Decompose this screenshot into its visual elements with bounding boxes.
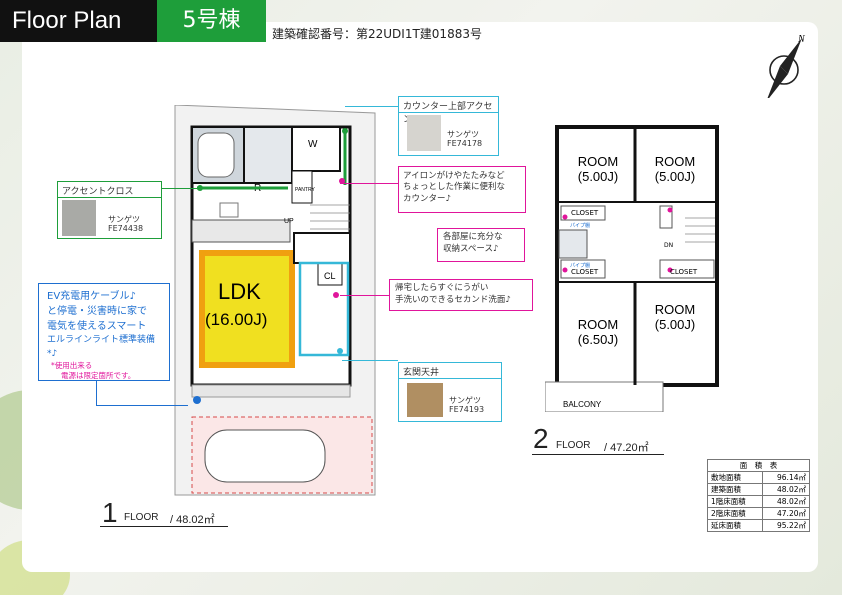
building-number: 5号棟 — [157, 0, 266, 42]
room-name: ROOM — [577, 317, 619, 332]
area-row-label: 敷地面積 — [707, 471, 763, 484]
callout-storage: 各部屋に充分な 収納スペース♪ — [437, 228, 525, 262]
ev-line4: エルラインライト標準装備*♪ — [47, 335, 156, 359]
callout-accent-cloth-code: FE74438 — [108, 224, 144, 233]
ev-line3: 電気を使えるスマート — [47, 321, 147, 332]
callout-counter-accent-title: カウンター上部アクセント — [399, 97, 498, 125]
floor2-plan — [545, 125, 719, 412]
floor1-underline — [100, 526, 228, 527]
callout-connector — [162, 188, 200, 189]
pipe-shelf-label: パイプ棚 — [570, 223, 591, 229]
floor2-room-4: ROOM (5.00J) — [652, 302, 698, 332]
floor1-area: / 48.02㎡ — [170, 514, 215, 526]
table-row: 敷地面積 96.14㎡ — [707, 471, 811, 484]
floor1-number: 1 — [102, 497, 118, 528]
callout-connector — [96, 405, 188, 406]
callout-iron-counter: アイロンがけやたたみなど ちょっとした作業に便利な カウンター♪ — [398, 166, 526, 213]
ev-note2: 電源は限定箇所です。 — [61, 370, 136, 380]
cl-label: CL — [324, 271, 336, 281]
floor1-plan: W R PANTRY UP LDK (16.00J) CL — [174, 105, 376, 496]
callout-accent-cloth-title: アクセントクロス — [58, 182, 161, 198]
compass-label: N — [797, 34, 806, 45]
area-row-value: 96.14㎡ — [761, 471, 811, 484]
callout-connector — [96, 381, 97, 405]
area-table: 面 積 表 敷地面積 96.14㎡ 建築面積 48.02㎡ 1階床面積 48.0… — [707, 459, 811, 532]
floor2-room-2: ROOM (5.00J) — [652, 154, 698, 184]
callout-entrance-ceiling-title: 玄関天井 — [399, 363, 501, 379]
floor2-underline — [532, 454, 664, 455]
area-row-value: 48.02㎡ — [761, 483, 811, 496]
callout-connector — [340, 295, 389, 296]
pantry-label: PANTRY — [295, 187, 315, 193]
room-name: ROOM — [654, 154, 696, 169]
floor2-floor-text: FLOOR — [556, 440, 591, 451]
callout-entrance-ceiling: 玄関天井 サンゲツ FE74193 — [398, 362, 502, 422]
callout-counter-code: FE74178 — [447, 139, 483, 148]
callout-accent-cloth: アクセントクロス サンゲツ FE74438 — [57, 181, 162, 239]
room-w-label: W — [308, 139, 318, 150]
floor2-room-1: ROOM (5.00J) — [575, 154, 621, 184]
closet-label: CLOSET — [571, 209, 599, 217]
table-row: 2階床面積 47.20㎡ — [707, 507, 811, 520]
ev-note1: *使用出来る — [51, 361, 93, 370]
ev-line2: と停電・災害時に家で — [47, 306, 147, 317]
area-table-title: 面 積 表 — [707, 459, 810, 472]
callout-accent-cloth-maker: サンゲツ — [108, 215, 140, 224]
closet-label: CLOSET — [571, 268, 599, 276]
callout-counter-accent: カウンター上部アクセント サンゲツ FE74178 — [398, 96, 499, 156]
table-row: 1階床面積 48.02㎡ — [707, 495, 811, 508]
callout-entrance-maker: サンゲツ — [449, 396, 481, 405]
area-row-value: 48.02㎡ — [761, 495, 811, 508]
page-title: Floor Plan — [0, 0, 157, 42]
callout-counter-maker: サンゲツ — [447, 130, 479, 139]
ldk-label: LDK — [218, 279, 261, 304]
area-row-label: 延床面積 — [707, 519, 763, 532]
pipe-shelf-label: パイプ棚 — [570, 263, 591, 269]
room-size: (5.00J) — [577, 169, 619, 184]
table-row: 建築面積 48.02㎡ — [707, 483, 811, 496]
compass-icon: N — [766, 34, 806, 98]
stairs-up-label: UP — [284, 218, 294, 225]
area-row-value: 95.22㎡ — [761, 519, 811, 532]
callout-entrance-code: FE74193 — [449, 405, 485, 414]
table-row: 延床面積 95.22㎡ — [707, 519, 811, 532]
floor2-area: / 47.20㎡ — [604, 442, 649, 454]
closet-label: CLOSET — [670, 268, 698, 276]
area-row-label: 1階床面積 — [707, 495, 763, 508]
floor2-room-3: ROOM (6.50J) — [575, 317, 621, 347]
area-row-label: 建築面積 — [707, 483, 763, 496]
callout-connector — [345, 106, 398, 107]
floor1-floor-text: FLOOR — [124, 512, 159, 523]
swatch-entrance — [407, 383, 443, 417]
room-size: (5.00J) — [654, 169, 696, 184]
balcony-label: BALCONY — [563, 400, 602, 409]
permit-number: 建築確認番号：第22UDI1T建01883号 — [272, 27, 482, 41]
floor2-number: 2 — [533, 423, 549, 454]
callout-connector — [342, 360, 398, 361]
area-row-label: 2階床面積 — [707, 507, 763, 520]
area-row-value: 47.20㎡ — [761, 507, 811, 520]
callout-ev: EV充電用ケーブル♪ と停電・災害時に家で 電気を使えるスマート エルラインライ… — [38, 283, 170, 381]
swatch-counter — [407, 115, 441, 151]
callout-connector — [340, 183, 398, 184]
room-size: (5.00J) — [654, 317, 696, 332]
callout-sink: 帰宅したらすぐにうがい 手洗いのできるセカンド洗面♪ — [389, 279, 533, 311]
stairs-dn-label: DN — [664, 242, 674, 249]
ev-line1: EV充電用ケーブル♪ — [47, 291, 136, 302]
room-name: ROOM — [577, 154, 619, 169]
swatch-accent-cloth — [62, 200, 96, 236]
room-name: ROOM — [654, 302, 696, 317]
area-table-header: 面 積 表 — [707, 459, 810, 472]
ldk-size: (16.00J) — [205, 310, 267, 329]
room-size: (6.50J) — [577, 332, 619, 347]
